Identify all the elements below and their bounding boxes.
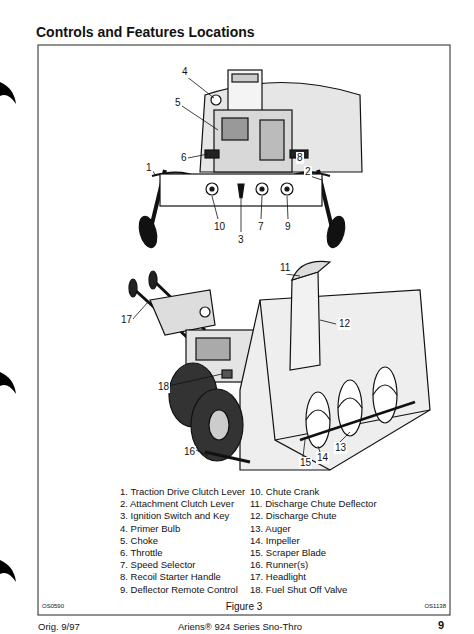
callout-number: 5 xyxy=(174,97,182,109)
legend-item: 18. Fuel Shut Off Valve xyxy=(250,584,347,596)
legend-item: 3. Ignition Switch and Key xyxy=(120,510,229,522)
callout-number: 4 xyxy=(181,66,189,78)
callout-number: 18 xyxy=(157,381,170,393)
callout-number: 7 xyxy=(257,221,265,233)
legend-item: 10. Chute Crank xyxy=(250,486,319,498)
callout-number: 9 xyxy=(284,221,292,233)
callout-number: 13 xyxy=(334,442,347,454)
legend-item: 9. Deflector Remote Control xyxy=(120,584,238,596)
legend-item: 5. Choke xyxy=(120,535,158,547)
callout-number: 11 xyxy=(279,262,291,274)
figure-caption: Figure 3 xyxy=(226,601,263,613)
legend-item: 16. Runner(s) xyxy=(250,559,308,571)
page-title: Controls and Features Locations xyxy=(36,24,255,40)
legend-item: 4. Primer Bulb xyxy=(120,523,180,535)
figure-code: OS1138 xyxy=(424,600,446,612)
page-number: 9 xyxy=(438,619,444,631)
callout-number: 14 xyxy=(316,452,329,464)
callout-number: 12 xyxy=(338,318,351,330)
legend-item: 12. Discharge Chute xyxy=(250,510,337,522)
legend-item: 13. Auger xyxy=(250,523,291,535)
callout-number: 3 xyxy=(237,234,245,246)
footer-text: Ariens® 924 Series Sno-Thro xyxy=(178,621,302,633)
legend-item: 7. Speed Selector xyxy=(120,559,196,571)
callout-number: 1 xyxy=(145,162,153,174)
figure-code: OS0590 xyxy=(42,600,64,612)
footer-text: Orig. 9/97 xyxy=(38,621,80,633)
legend-item: 17. Headlight xyxy=(250,571,306,583)
callout-number: 6 xyxy=(180,152,188,164)
callout-number: 15 xyxy=(299,457,312,469)
legend-item: 2. Attachment Clutch Lever xyxy=(120,498,234,510)
callout-number: 8 xyxy=(296,152,304,164)
legend-item: 11. Discharge Chute Deflector xyxy=(250,498,377,510)
legend-item: 14. Impeller xyxy=(250,535,300,547)
legend-item: 8. Recoil Starter Handle xyxy=(120,571,221,583)
callout-number: 10 xyxy=(213,221,226,233)
legend-item: 1. Traction Drive Clutch Lever xyxy=(120,486,245,498)
callout-number: 16 xyxy=(183,446,196,458)
legend-item: 15. Scraper Blade xyxy=(250,547,326,559)
legend-item: 6. Throttle xyxy=(120,547,163,559)
callout-number: 17 xyxy=(120,314,133,326)
callout-number: 2 xyxy=(304,166,312,178)
